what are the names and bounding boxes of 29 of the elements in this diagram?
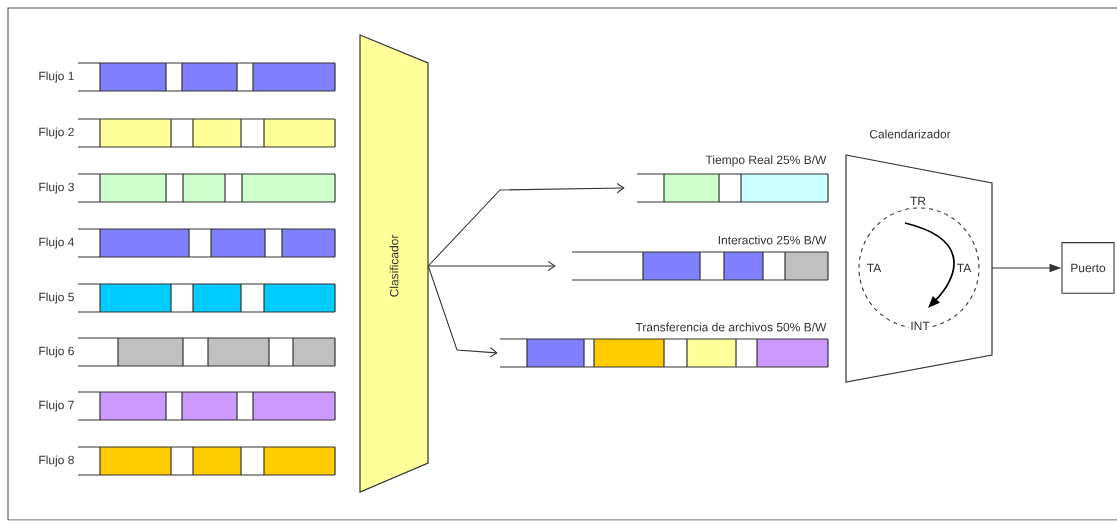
queue [499,338,829,368]
queue [77,283,336,313]
queue [77,228,336,258]
classifier-trapezoid: Clasificador [359,34,429,493]
slot-label: INT [909,320,931,332]
queue-label: Flujo 3 [39,182,74,194]
queue-label: Flujo 1 [39,71,74,83]
queue [77,173,336,203]
slot-label: TA [955,262,973,274]
port-box: Puerto [1061,242,1115,294]
queue-label: Flujo 4 [39,237,75,249]
node-label: Calendarizador [869,129,951,139]
queue-label: Flujo 7 [39,400,74,412]
queue [77,337,336,367]
queue-label: Tiempo Real 25% B/W [705,155,827,167]
queue [571,251,829,281]
queue-label: Flujo 8 [39,455,74,467]
queue [636,173,829,203]
slot-label: TR [908,195,928,207]
queue-label: Flujo 5 [39,292,74,304]
queue [77,118,336,148]
queue-label: Flujo 6 [39,346,74,358]
queue-label: Flujo 2 [39,127,74,139]
queue [77,446,336,476]
queue [77,391,336,421]
slot-label: TA [865,262,883,274]
queue-label: Interactivo 25% B/W [718,235,827,245]
queue-label: Transferencia de archivos 50% B/W [635,322,827,332]
queue [77,62,336,92]
